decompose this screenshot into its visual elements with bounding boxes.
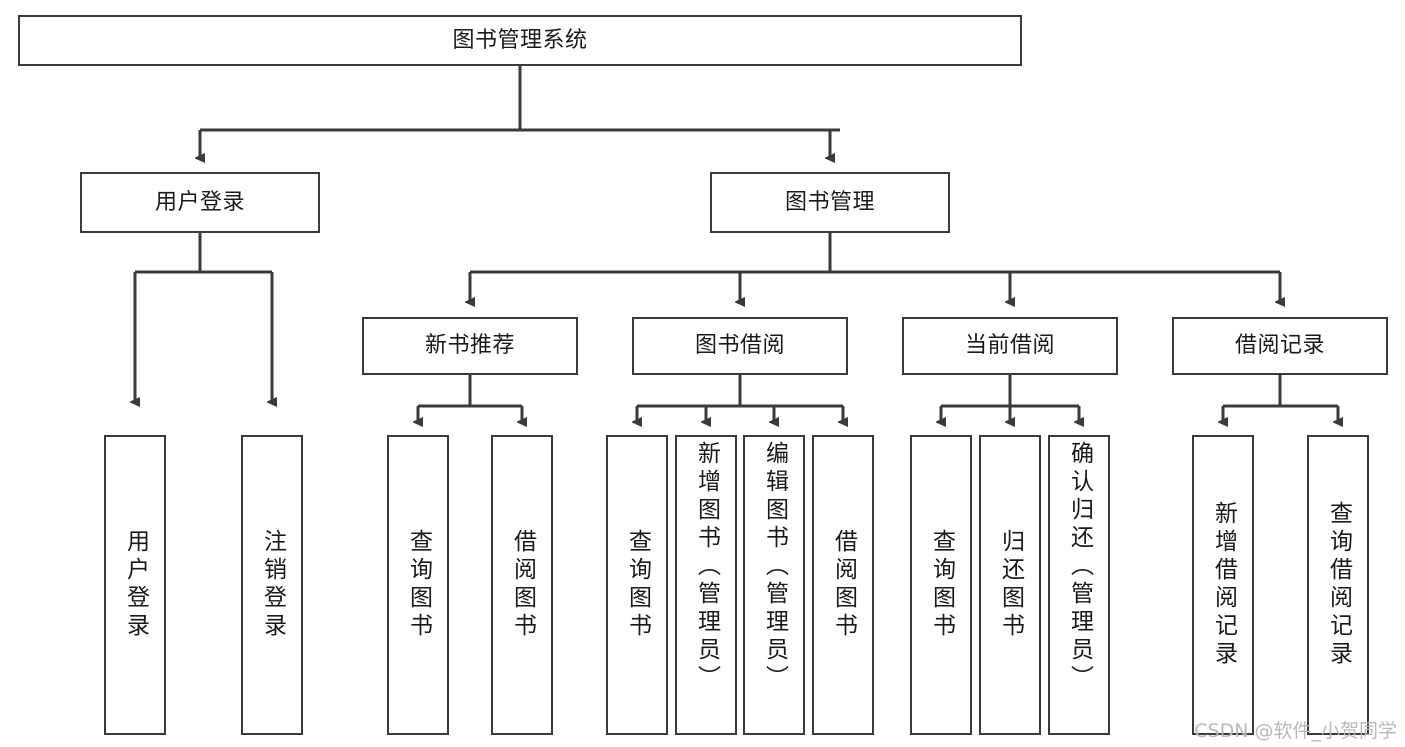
node-leaf-add-book[interactable]: 新增图书（管理员） bbox=[675, 435, 737, 735]
node-leaf-return-book-label: 归还图书 bbox=[997, 529, 1024, 641]
node-leaf-query-record[interactable]: 查询借阅记录 bbox=[1307, 435, 1369, 735]
node-leaf-logout[interactable]: 注销登录 bbox=[241, 435, 303, 735]
node-new-book-recommend[interactable]: 新书推荐 bbox=[362, 317, 578, 375]
node-current-borrow-label: 当前借阅 bbox=[964, 333, 1055, 359]
node-leaf-return-book[interactable]: 归还图书 bbox=[979, 435, 1041, 735]
node-borrow-record-label: 借阅记录 bbox=[1234, 333, 1325, 359]
node-leaf-logout-label: 注销登录 bbox=[259, 529, 286, 641]
node-leaf-borrow-book-1-label: 借阅图书 bbox=[509, 529, 536, 641]
node-root[interactable]: 图书管理系统 bbox=[18, 15, 1022, 66]
node-leaf-user-login-label: 用户登录 bbox=[122, 529, 149, 641]
node-leaf-query-book-3-label: 查询图书 bbox=[928, 529, 955, 641]
node-user-login-label: 用户登录 bbox=[154, 189, 245, 215]
node-book-borrow-label: 图书借阅 bbox=[694, 333, 785, 359]
node-leaf-query-record-label: 查询借阅记录 bbox=[1325, 501, 1352, 669]
node-leaf-confirm-return[interactable]: 确认归还（管理员） bbox=[1048, 435, 1110, 735]
node-leaf-edit-book-label: 编辑图书（管理员） bbox=[761, 441, 788, 693]
node-leaf-borrow-book-2[interactable]: 借阅图书 bbox=[812, 435, 874, 735]
node-leaf-confirm-return-label: 确认归还（管理员） bbox=[1066, 441, 1093, 693]
node-leaf-query-book-2-label: 查询图书 bbox=[624, 529, 651, 641]
node-borrow-record[interactable]: 借阅记录 bbox=[1172, 317, 1388, 375]
node-book-borrow[interactable]: 图书借阅 bbox=[632, 317, 848, 375]
node-leaf-query-book-1-label: 查询图书 bbox=[405, 529, 432, 641]
node-root-label: 图书管理系统 bbox=[452, 27, 588, 53]
node-leaf-borrow-book-1[interactable]: 借阅图书 bbox=[491, 435, 553, 735]
node-new-book-recommend-label: 新书推荐 bbox=[424, 333, 515, 359]
node-leaf-query-book-2[interactable]: 查询图书 bbox=[606, 435, 668, 735]
node-leaf-add-record-label: 新增借阅记录 bbox=[1210, 501, 1237, 669]
node-leaf-edit-book[interactable]: 编辑图书（管理员） bbox=[743, 435, 805, 735]
node-user-login[interactable]: 用户登录 bbox=[80, 172, 320, 233]
node-leaf-user-login[interactable]: 用户登录 bbox=[104, 435, 166, 735]
node-leaf-query-book-3[interactable]: 查询图书 bbox=[910, 435, 972, 735]
node-leaf-add-record[interactable]: 新增借阅记录 bbox=[1192, 435, 1254, 735]
node-book-management[interactable]: 图书管理 bbox=[710, 172, 950, 233]
node-book-management-label: 图书管理 bbox=[784, 189, 875, 215]
node-current-borrow[interactable]: 当前借阅 bbox=[902, 317, 1118, 375]
node-leaf-add-book-label: 新增图书（管理员） bbox=[693, 441, 720, 693]
node-leaf-query-book-1[interactable]: 查询图书 bbox=[387, 435, 449, 735]
node-leaf-borrow-book-2-label: 借阅图书 bbox=[830, 529, 857, 641]
